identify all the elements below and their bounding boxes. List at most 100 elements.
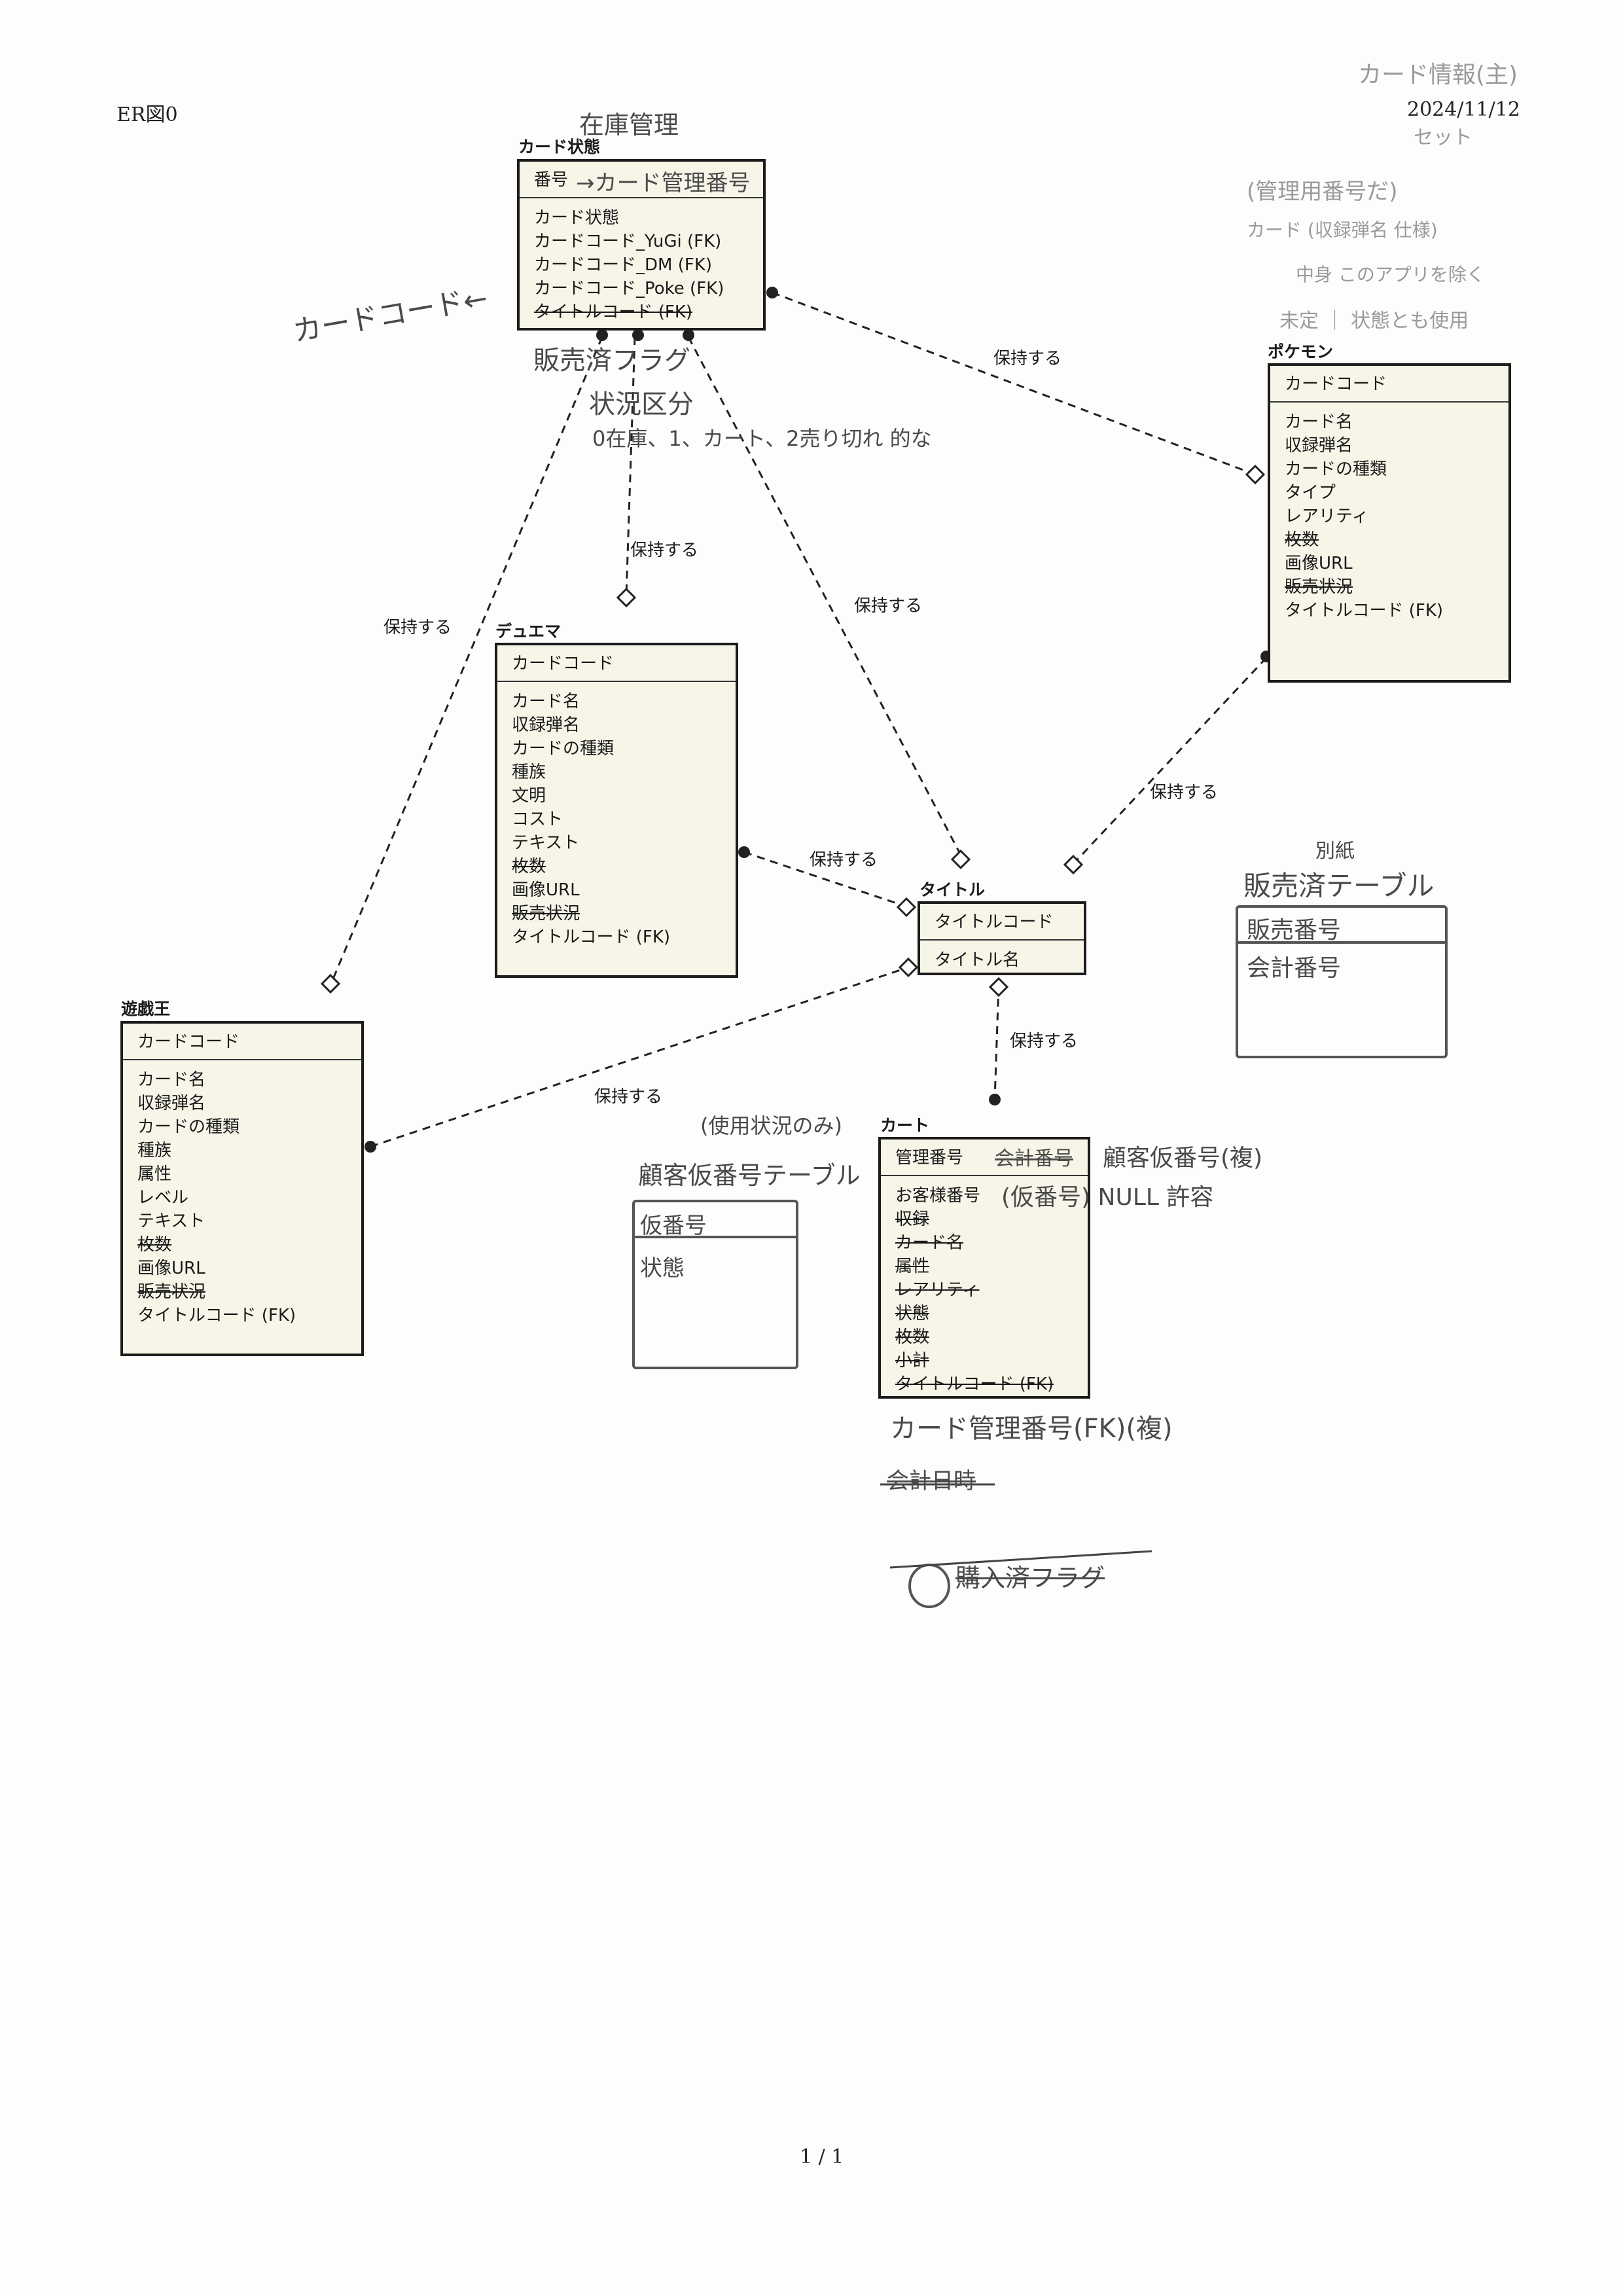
entity-attr: タイトルコード (FK)	[1285, 601, 1444, 620]
hand-note-inventory: 在庫管理	[579, 111, 679, 139]
guest-table-sketch	[632, 1200, 798, 1369]
entity-attr: レアリティ	[1285, 507, 1369, 526]
rel-diamond	[1245, 464, 1266, 485]
rel-diamond	[950, 849, 971, 870]
entity-pk: カードコード	[1270, 366, 1508, 403]
rel-diamond	[1063, 854, 1084, 875]
hand-sold-table-title: 販売済テーブル	[1243, 870, 1435, 902]
rel-label-pokemon-title: 保持する	[1150, 783, 1219, 802]
entity-attr: カード名	[137, 1070, 206, 1090]
entity-attr: 種族	[512, 762, 546, 782]
rel-diamond	[896, 897, 917, 918]
entity-attr: タイトルコード (FK)	[512, 927, 671, 947]
hand-cart-note: 購入済フラグ	[955, 1564, 1105, 1592]
hand-cart-note: カード管理番号(FK)(複)	[890, 1414, 1173, 1444]
entity-attr: 種族	[137, 1141, 172, 1160]
entity-attr: カードの種類	[1285, 459, 1387, 479]
hand-note-pk: →カード管理番号	[576, 170, 751, 196]
rel-diamond	[988, 977, 1009, 997]
rel-label-state-yugioh: 保持する	[383, 618, 452, 637]
entity-pk: タイトルコード	[920, 904, 1084, 941]
entity-attr: 状態	[895, 1304, 930, 1323]
entity-card-state: 番号 カード状態 カードコード_YuGi (FK) カードコード_DM (FK)…	[517, 159, 766, 331]
rel-dot	[632, 329, 644, 341]
entity-attr: カード状態	[534, 208, 620, 228]
entity-attr: カードコード_Poke (FK)	[534, 279, 724, 298]
rel-dot	[683, 329, 694, 341]
rel-label-state-duema: 保持する	[630, 541, 699, 560]
entity-attr: カードコード_DM (FK)	[534, 255, 713, 275]
entity-title-card-state: カード状態	[518, 137, 601, 156]
entity-attr: カードの種類	[512, 739, 615, 759]
entity-attr: 属性	[137, 1164, 172, 1184]
entity-attr: カード名	[895, 1233, 964, 1253]
hand-cart-pk-note: 顧客仮番号(複)	[1103, 1145, 1263, 1172]
entity-pokemon: カードコード カード名 収録弾名 カードの種類 タイプ レアリティ 枚数 画像U…	[1268, 363, 1511, 683]
entity-attr: タイプ	[1285, 483, 1336, 503]
hand-note-status-values: 0在庫、1、カート、2売り切れ 的な	[592, 426, 932, 451]
entity-attrs: お客様番号 収録 カード名 属性 レアリティ 状態 枚数 小計 タイトルコード …	[881, 1176, 1088, 1401]
entity-attr: タイトルコード (FK)	[895, 1374, 1054, 1394]
rel-line-state-title	[687, 336, 963, 858]
rel-diamond	[616, 587, 637, 608]
rel-dot	[766, 287, 778, 298]
hand-note-top-right: カード (収録弾名 仕様)	[1247, 219, 1438, 241]
rel-line-state-duema	[625, 336, 636, 596]
entity-attr: 枚数	[137, 1235, 172, 1255]
hand-guest-row: 状態	[640, 1255, 685, 1282]
hand-note-usage: (使用状況のみ)	[700, 1113, 842, 1138]
entity-attr: カードコード_YuGi (FK)	[534, 232, 722, 251]
rel-dot	[738, 846, 750, 858]
entity-attr: カード名	[512, 692, 580, 711]
entity-attrs: カード状態 カードコード_YuGi (FK) カードコード_DM (FK) カー…	[520, 198, 763, 329]
entity-duema: カードコード カード名 収録弾名 カードの種類 種族 文明 コスト テキスト 枚…	[495, 643, 738, 978]
hand-note-top-right: カード情報(主)	[1358, 62, 1518, 88]
hand-guest-row: 仮番号	[640, 1213, 707, 1239]
rel-diamond	[320, 973, 341, 994]
entity-attr: テキスト	[137, 1211, 205, 1231]
entity-attr: タイトルコード (FK)	[534, 302, 693, 322]
rel-label-state-title: 保持する	[854, 596, 923, 616]
rel-line-pokemon-title	[1072, 656, 1268, 865]
hand-note-separate: 別紙	[1315, 840, 1355, 863]
entity-attr: カードの種類	[137, 1117, 240, 1137]
entity-title: タイトルコード タイトル名	[918, 901, 1086, 975]
hand-sold-row: 会計番号	[1247, 955, 1342, 982]
entity-pk: 番号	[520, 162, 763, 198]
entity-attr: 販売状況	[137, 1282, 206, 1302]
entity-cart: 管理番号 お客様番号 収録 カード名 属性 レアリティ 状態 枚数 小計 タイト…	[878, 1137, 1090, 1399]
entity-attr: 収録弾名	[1285, 436, 1353, 456]
handwritten-circle	[908, 1564, 950, 1608]
entity-attr: 属性	[895, 1257, 930, 1276]
rel-dot	[596, 329, 608, 341]
entity-attrs: カード名 収録弾名 カードの種類 種族 文明 コスト テキスト 枚数 画像URL…	[497, 682, 736, 954]
rel-line-state-yugioh	[329, 336, 603, 986]
entity-pk: 管理番号	[881, 1139, 1088, 1176]
diagram-title: ER図0	[116, 103, 178, 126]
entity-attr: 枚数	[895, 1327, 930, 1347]
entity-attr: 収録弾名	[137, 1094, 206, 1113]
rel-dot	[989, 1094, 1001, 1105]
hand-guest-table-title: 顧客仮番号テーブル	[638, 1161, 861, 1190]
rel-label-duema-title: 保持する	[810, 850, 878, 870]
entity-attrs: タイトル名	[920, 941, 1084, 977]
hand-note-status: 状況区分	[589, 389, 694, 420]
entity-yugioh: カードコード カード名 収録弾名 カードの種類 種族 属性 レベル テキスト 枚…	[120, 1021, 364, 1356]
hand-note-top-right: (管理用番号だ)	[1247, 179, 1398, 205]
entity-pk: カードコード	[497, 645, 736, 682]
entity-title-yugioh: 遊戯王	[121, 999, 171, 1018]
entity-attr: レアリティ	[895, 1280, 980, 1300]
entity-attr: 販売状況	[512, 904, 580, 924]
entity-attrs: カード名 収録弾名 カードの種類 タイプ レアリティ 枚数 画像URL 販売状況…	[1270, 403, 1508, 628]
hand-sold-row: 販売番号	[1247, 917, 1342, 944]
entity-pk: カードコード	[123, 1024, 361, 1060]
entity-attr: 文明	[512, 786, 546, 806]
hand-note-top-right: セット	[1414, 126, 1472, 149]
hand-note-sold-flag: 販売済フラグ	[533, 346, 690, 376]
hand-cart-note: 会計日時	[887, 1468, 976, 1494]
entity-attr: 枚数	[1285, 530, 1319, 550]
entity-attr: 画像URL	[1285, 554, 1353, 573]
entity-attr: 枚数	[512, 857, 546, 876]
entity-title-duema: デュエマ	[495, 622, 562, 641]
